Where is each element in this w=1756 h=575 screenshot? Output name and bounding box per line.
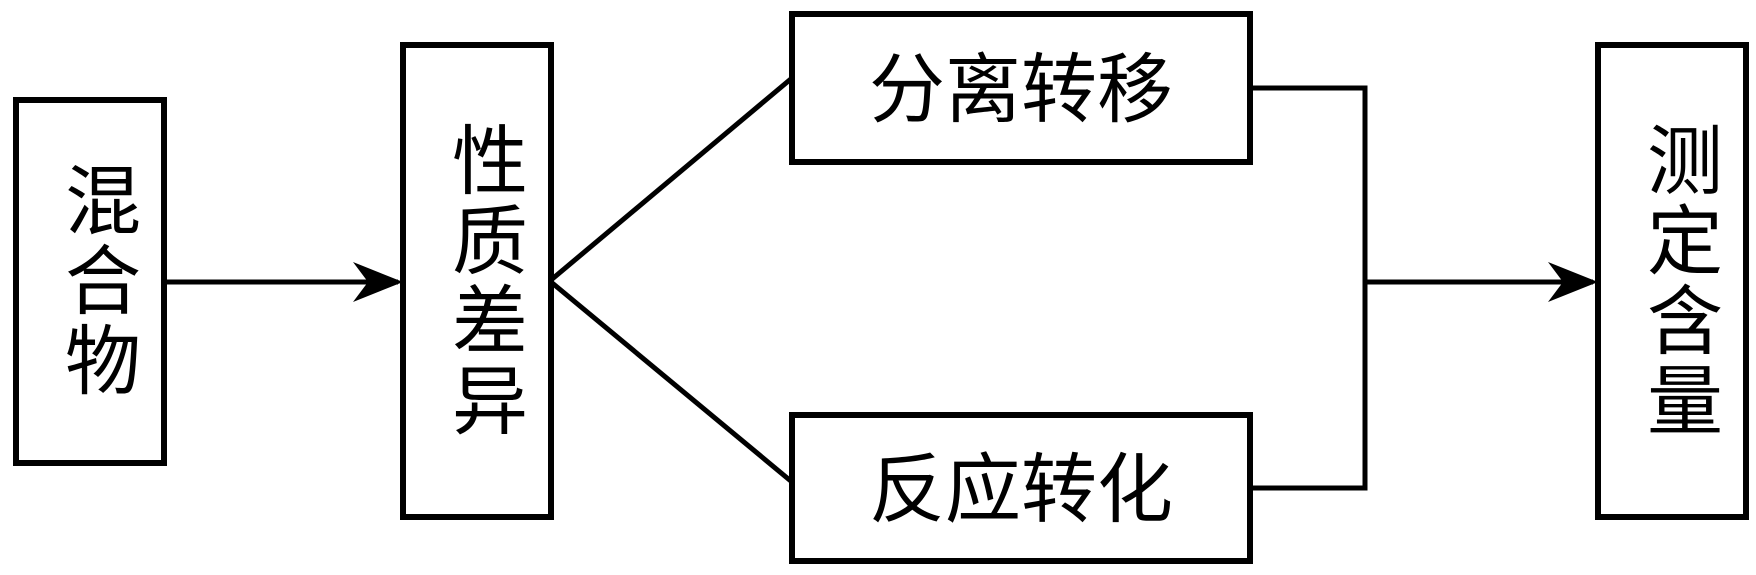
connector-property-to-separation <box>549 76 794 282</box>
reaction-conversion-label: 反应转化 <box>869 445 1173 534</box>
connector-property-to-reaction <box>549 280 794 484</box>
connector-reaction-to-merge <box>1250 282 1368 491</box>
property-difference-label: 性质差异 <box>439 121 528 441</box>
property-difference-box <box>400 42 554 520</box>
measure-content-box <box>1595 42 1749 520</box>
connector-separation-to-merge <box>1250 85 1368 282</box>
mixture-label: 混合物 <box>52 161 141 401</box>
measure-content-label: 测定含量 <box>1634 121 1723 441</box>
separation-transfer-label: 分离转移 <box>869 45 1173 134</box>
